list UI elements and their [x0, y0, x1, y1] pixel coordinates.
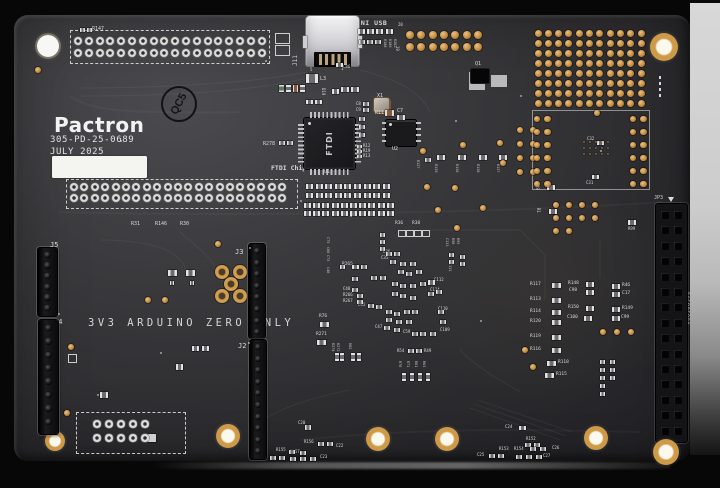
- header-socket-hole: [660, 318, 669, 327]
- header-socket-hole: [673, 349, 682, 358]
- jp3-pin1-triangle-icon: [668, 197, 674, 202]
- header-socket-hole: [660, 288, 669, 296]
- header-socket-hole: [673, 411, 682, 420]
- header-socket-hole: [660, 395, 669, 404]
- header-socket-hole: [673, 288, 682, 296]
- silk-dashed-line: [659, 76, 661, 100]
- header-socket-hole: [660, 226, 669, 235]
- header-socket-hole: [660, 211, 669, 219]
- header-socket-hole: [673, 272, 682, 281]
- qfp-pins-right: [355, 124, 361, 163]
- raspberry-pi-connector: [656, 204, 687, 442]
- ftdi-ic-u1: FTDI: [298, 112, 361, 175]
- qc-stamp: QC5: [161, 86, 197, 122]
- header-socket-hole: [660, 272, 669, 281]
- header-socket-hole: [660, 380, 669, 389]
- lighting-warm-patch: [420, 180, 680, 410]
- header-socket-hole: [660, 365, 669, 373]
- header-socket-hole: [660, 411, 669, 420]
- chip-marking: FTDI: [325, 131, 334, 156]
- background-light-strip: [690, 3, 720, 455]
- header-socket-hole: [673, 380, 682, 389]
- soic-pins-left: [381, 122, 386, 144]
- blank-label-sticker: [52, 156, 147, 178]
- date-code: JULY 2025: [50, 147, 105, 157]
- header-socket-hole: [673, 257, 682, 266]
- header-socket-hole: [673, 318, 682, 327]
- header-socket-hole: [673, 365, 682, 373]
- header-socket-hole: [673, 241, 682, 250]
- header-socket-hole: [660, 303, 669, 312]
- mini-usb-connector: [303, 16, 362, 67]
- header-socket-hole: [673, 426, 682, 435]
- header-socket-hole: [660, 334, 669, 343]
- jtag-footprint-outline: [76, 412, 186, 454]
- header-socket-hole: [660, 241, 669, 250]
- mini-usb-label: MINI USB: [352, 19, 388, 27]
- crystal-x1: [374, 98, 389, 112]
- usb-mount-tab-left: [303, 36, 307, 48]
- header-socket-hole: [673, 303, 682, 312]
- header-socket-hole: [673, 226, 682, 235]
- board-bottom-shadow: [150, 462, 670, 469]
- qfp-pins-top: [310, 112, 349, 118]
- header-footprint-outline-mid: [66, 179, 298, 209]
- pin1-dot: [389, 123, 392, 126]
- ic-u2: [381, 120, 421, 146]
- header-socket-hole: [660, 426, 669, 435]
- qfp-pins-bottom: [310, 169, 349, 175]
- brand-logo: Pactron: [54, 113, 145, 137]
- transistor-q1: [471, 69, 489, 83]
- part-number: 305-PD-25-0689: [50, 135, 135, 145]
- header-footprint-outline-top: [70, 30, 270, 64]
- usb-slot: [314, 52, 351, 67]
- usb-pins: [317, 54, 348, 65]
- pin1-dot: [308, 122, 311, 125]
- qfp-pins-left: [298, 124, 304, 163]
- header-socket-hole: [673, 211, 682, 219]
- header-socket-hole: [673, 334, 682, 343]
- soic-pins-right: [416, 122, 421, 144]
- header-socket-hole: [660, 349, 669, 358]
- header-socket-hole: [673, 395, 682, 404]
- arduino-note: 3V3 ARDUINO ZERO ONLY: [88, 317, 295, 329]
- usb-mount-tab-right: [358, 36, 362, 48]
- bga-footprint-outline: [532, 110, 650, 190]
- header-socket-hole: [660, 257, 669, 266]
- ftdi-chip-label: FTDI Chip: [271, 164, 307, 172]
